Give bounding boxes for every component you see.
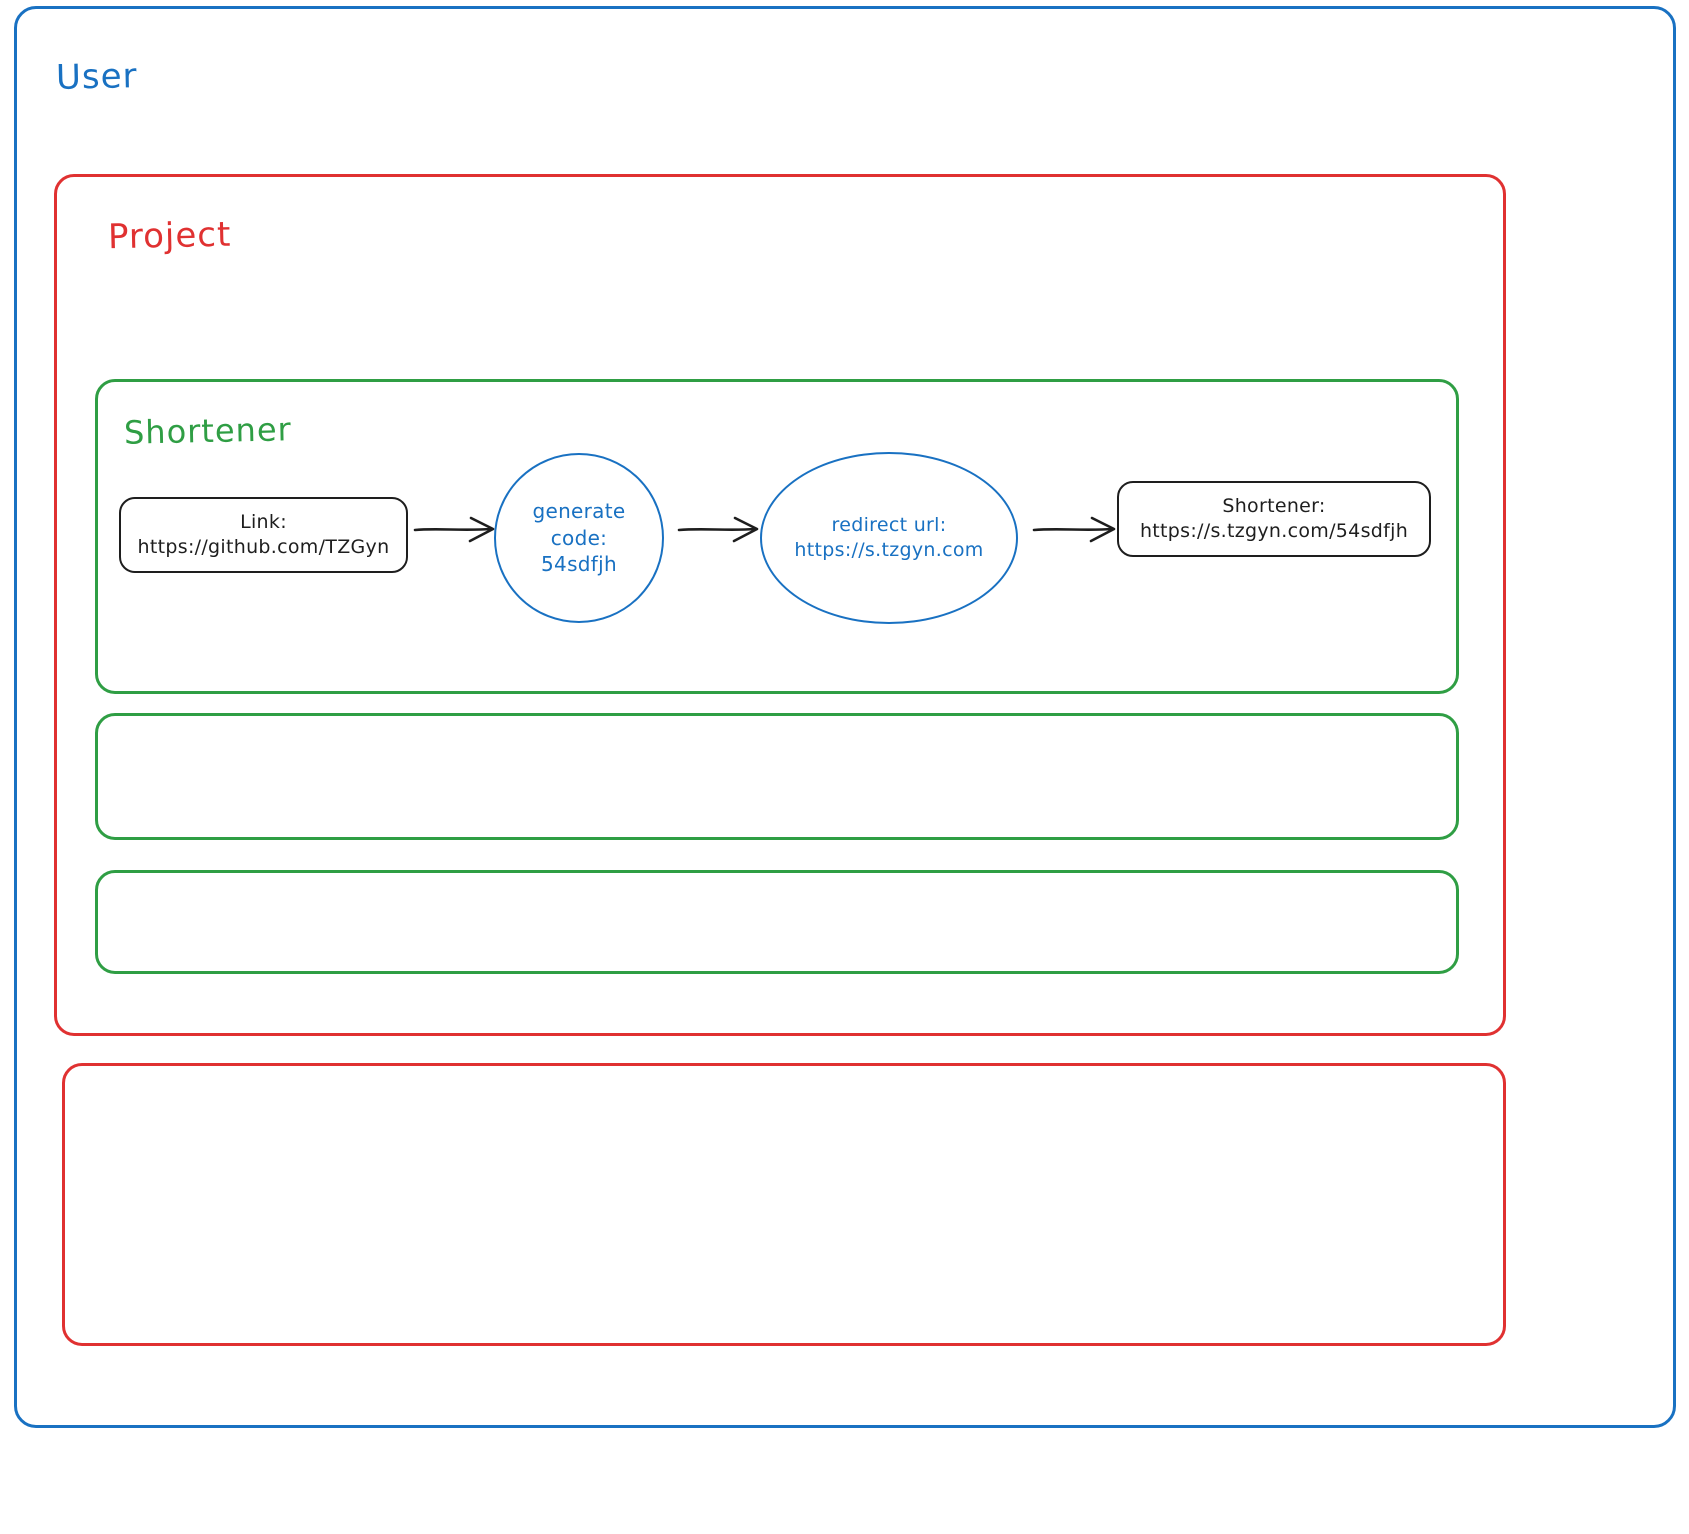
container-user[interactable] [14, 6, 1676, 1428]
shortener-output-node[interactable]: Shortener: https://s.tzgyn.com/54sdfjh [1117, 481, 1431, 557]
shortener-output-title: Shortener: [1222, 494, 1326, 517]
container-project-label: Project [107, 214, 232, 258]
container-shortener-label: Shortener [123, 410, 293, 452]
container-user-label: User [55, 56, 138, 98]
generate-code-line-2: code: [550, 525, 608, 550]
shortener-output-url: https://s.tzgyn.com/54sdfjh [1139, 520, 1409, 542]
container-project[interactable] [54, 174, 1506, 1036]
arrow-redirect-to-output [1032, 516, 1116, 543]
arrow-link-to-generate [413, 516, 495, 543]
redirect-url-node[interactable]: redirect url: https://s.tzgyn.com [760, 452, 1018, 624]
arrow-generate-to-redirect [677, 516, 759, 543]
container-project-empty[interactable] [62, 1063, 1506, 1346]
link-node[interactable]: Link: https://github.com/TZGyn [119, 497, 408, 573]
link-node-title: Link: [240, 510, 287, 533]
generate-code-line-1: generate [532, 499, 626, 524]
container-shortener[interactable] [95, 379, 1459, 694]
redirect-url-title: redirect url: [831, 513, 947, 536]
container-green-empty-2[interactable] [95, 870, 1459, 974]
container-green-empty-1[interactable] [95, 713, 1459, 840]
redirect-url-value: https://s.tzgyn.com [794, 539, 984, 561]
generate-code-value: 54sdfjh [541, 552, 617, 577]
link-node-url: https://github.com/TZGyn [137, 536, 390, 558]
generate-code-node[interactable]: generate code: 54sdfjh [494, 453, 664, 623]
